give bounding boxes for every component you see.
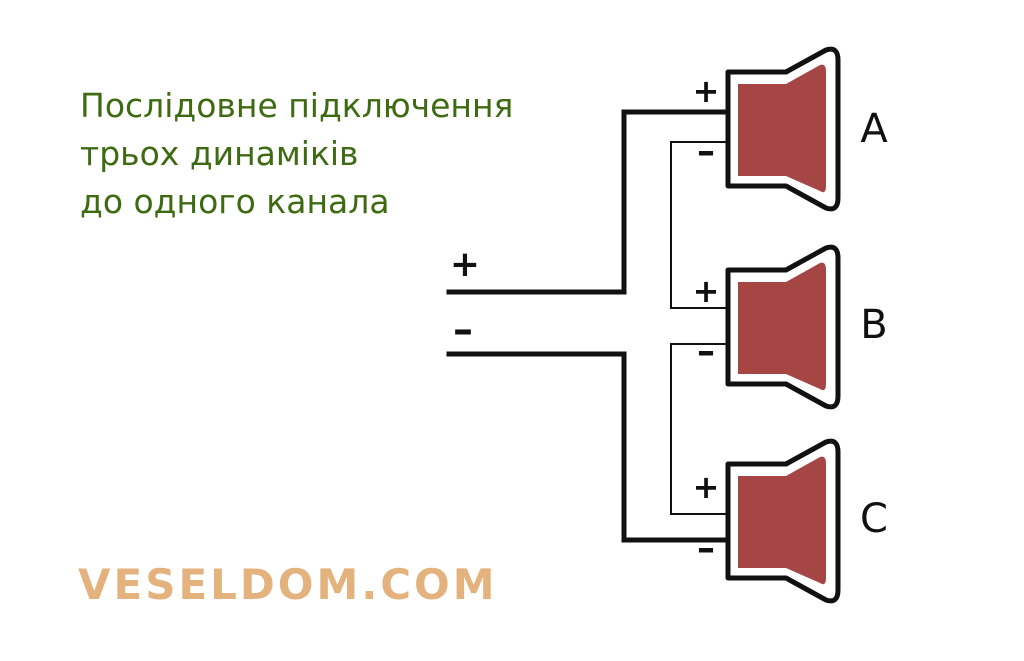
speaker-c: + – C	[693, 438, 888, 604]
diagram-title: Послідовне підключення трьох динаміків д…	[80, 82, 513, 226]
source-minus-label: –	[453, 307, 473, 353]
title-line-2: трьох динаміків	[80, 134, 359, 173]
speaker-c-minus: –	[697, 528, 715, 569]
speaker-c-label: C	[860, 496, 888, 542]
plus-wire	[446, 109, 731, 295]
speaker-c-cone	[738, 456, 826, 585]
jumper-b-c	[670, 343, 728, 515]
title-line-3: до одного канала	[80, 182, 390, 221]
minus-wire	[446, 351, 731, 543]
speaker-a-plus: +	[693, 72, 720, 110]
speaker-a-label: A	[860, 106, 888, 152]
source-plus-label: +	[450, 244, 480, 285]
speaker-b-plus: +	[693, 272, 720, 310]
speaker-b-cone	[738, 262, 826, 391]
speaker-a: + – A	[693, 46, 888, 212]
speaker-a-minus: –	[697, 131, 715, 172]
speaker-a-cone	[738, 64, 826, 193]
watermark-logo: VESELDOM.COM	[78, 560, 498, 609]
speaker-b-label: B	[860, 302, 887, 348]
jumper-a-b	[670, 141, 728, 309]
speaker-c-plus: +	[693, 468, 720, 506]
main-wires	[446, 109, 731, 543]
jumper-wires	[670, 141, 728, 515]
title-line-1: Послідовне підключення	[80, 86, 514, 125]
speaker-b: + – B	[693, 244, 888, 410]
speaker-b-minus: –	[697, 331, 715, 372]
